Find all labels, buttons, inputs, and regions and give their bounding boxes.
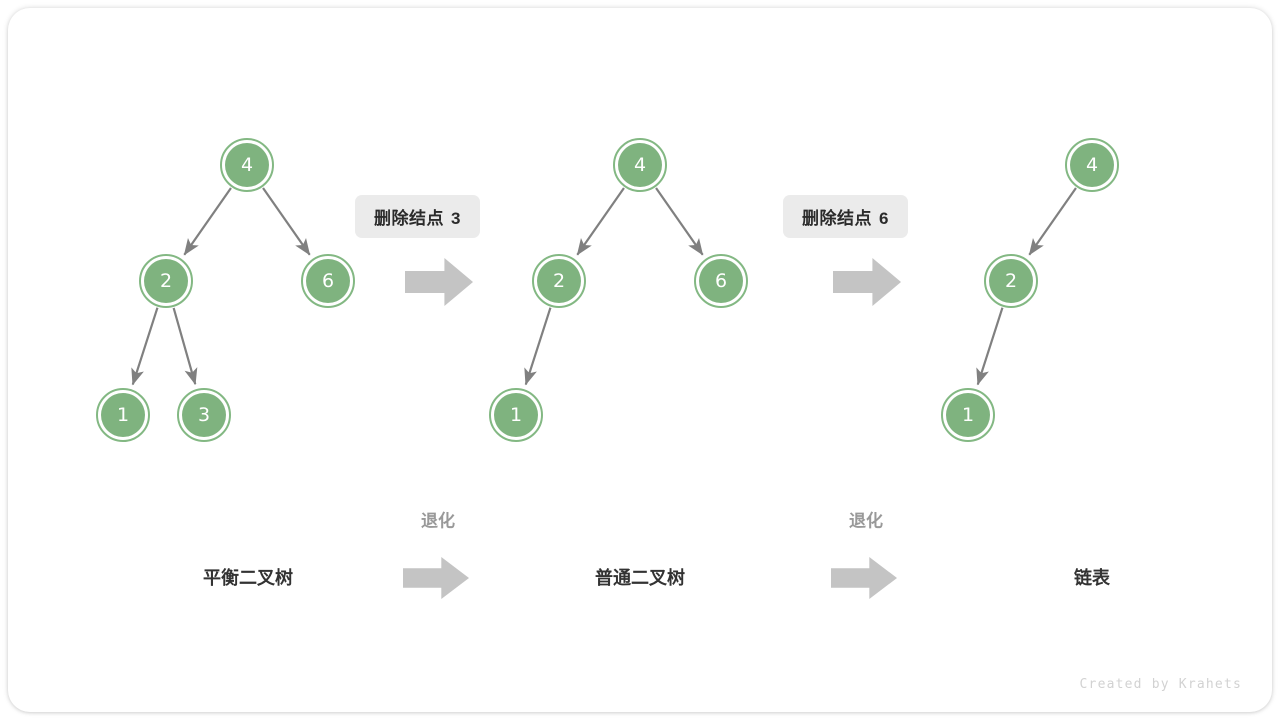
figure-card (8, 8, 1272, 712)
watermark-credit: Created by Krahets (1079, 677, 1242, 692)
